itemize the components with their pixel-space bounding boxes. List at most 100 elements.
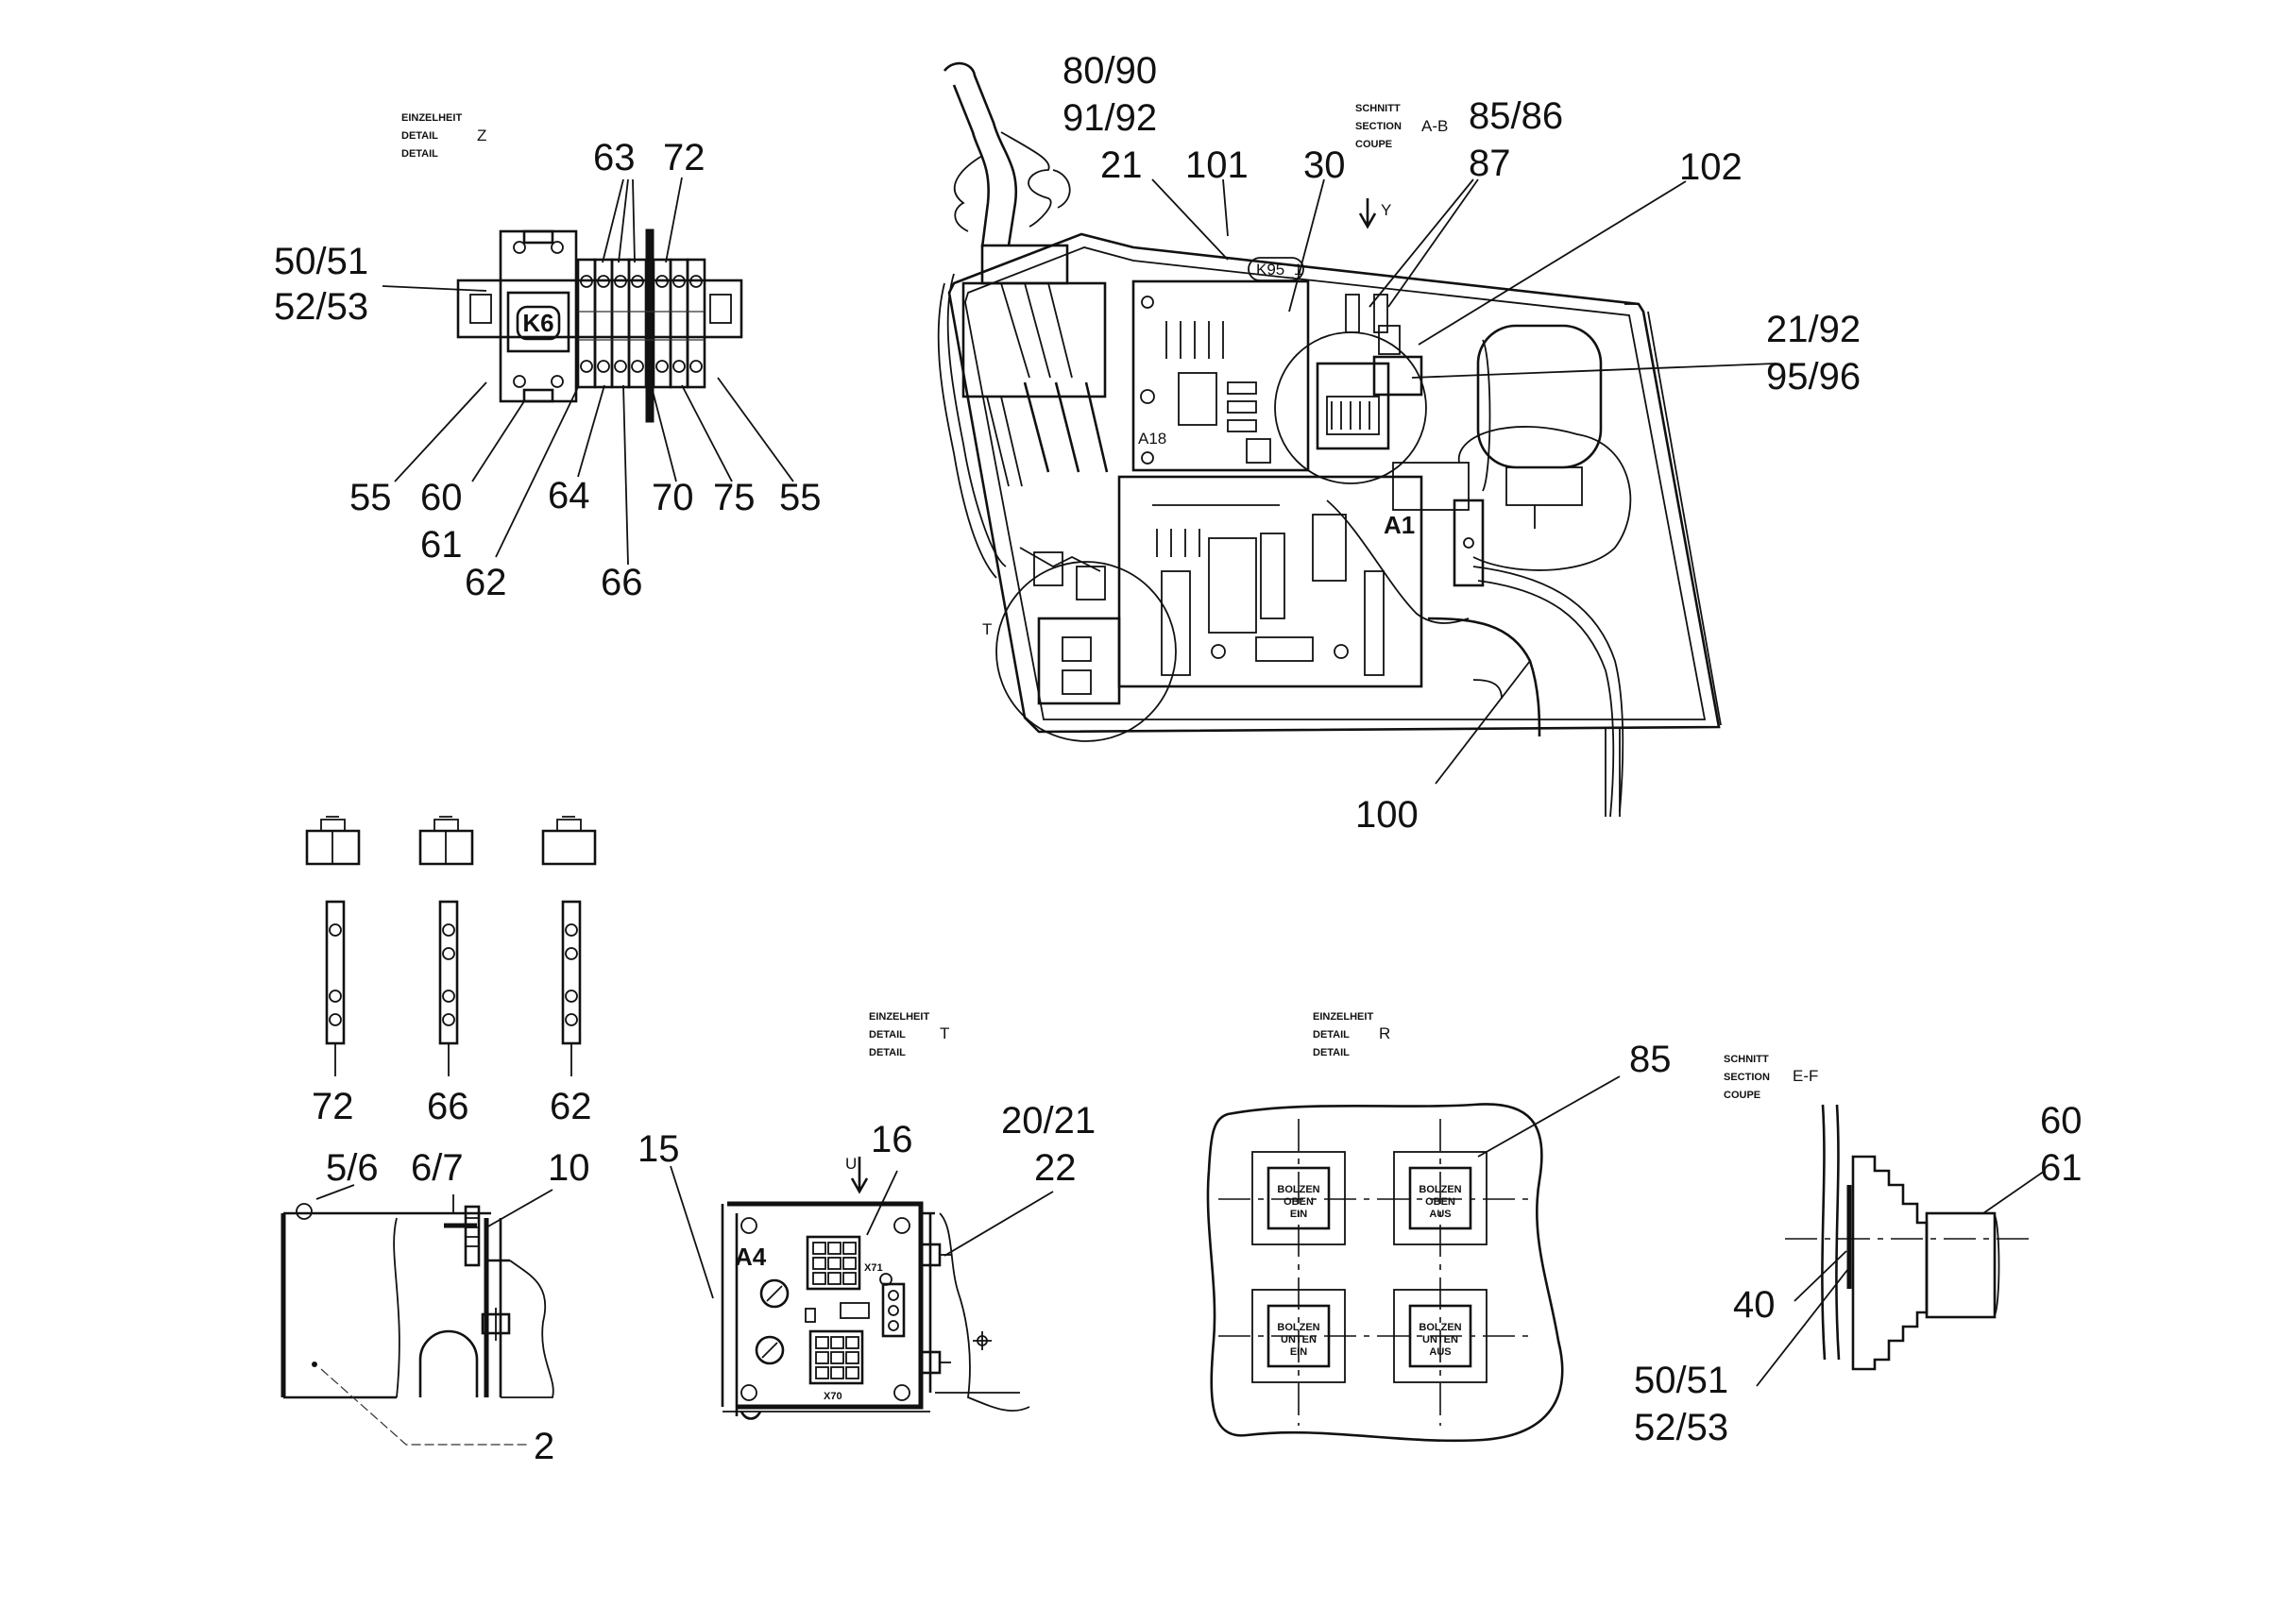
board-capacitor (1211, 644, 1226, 659)
callout: 21 (1100, 144, 1143, 186)
detail-z-heading-3: DETAIL (401, 148, 438, 160)
detail-z-letter: Z (477, 127, 486, 144)
cable-entry (740, 1411, 762, 1420)
connector-pin (812, 1257, 826, 1270)
joystick-grip (952, 84, 990, 248)
button-frame (1251, 1289, 1346, 1383)
section-ef-heading-1: SCHNITT (1724, 1054, 1769, 1065)
break-line (939, 1212, 1030, 1412)
callout: 85 (1629, 1039, 1672, 1080)
board-a4-edge (921, 1211, 935, 1393)
screw-head (296, 1203, 313, 1220)
joystick-terminals (1000, 282, 1073, 379)
button-label-line: UNTEN (1281, 1334, 1317, 1345)
connector-pin (830, 1351, 844, 1364)
switch-shaft (1925, 1211, 1997, 1319)
callout: 101 (1185, 144, 1249, 186)
connector-pin (845, 1366, 859, 1379)
terminal-screw (689, 275, 703, 288)
section-ab-letter: A-B (1421, 117, 1448, 135)
board-chip (1227, 400, 1257, 414)
button-face (1266, 1304, 1331, 1368)
relay-label-plate (506, 291, 570, 353)
leader (1222, 178, 1229, 237)
leader (717, 377, 794, 482)
hydraulic-line (1477, 580, 1615, 818)
board-chip (1227, 419, 1257, 432)
connector-pin (830, 1336, 844, 1349)
relay-screw (513, 375, 526, 388)
terminal-screw (565, 947, 578, 960)
leader (1794, 1250, 1847, 1302)
connector-x70 (808, 1329, 864, 1385)
button-label-line: OBEN (1284, 1196, 1314, 1208)
connector-pin (815, 1336, 829, 1349)
callout: 10 (548, 1147, 590, 1189)
board-screw (893, 1217, 910, 1234)
section-ef-heading-3: COUPE (1724, 1090, 1760, 1101)
connector-label-x71: X71 (864, 1262, 883, 1274)
panel-outline (1206, 1103, 1564, 1443)
hydraulic-line (1427, 617, 1541, 737)
switch-shaft-end (1994, 1214, 2000, 1316)
callout: 102 (1679, 146, 1742, 188)
board-connector (1062, 669, 1092, 695)
view-arrow-icon (850, 1157, 869, 1194)
board-label-a18: A18 (1138, 430, 1166, 448)
terminal-jumper-lines (578, 311, 705, 341)
joystick-housing (961, 281, 1107, 398)
bracket-upright (486, 1218, 510, 1397)
switch-body (1851, 1155, 1929, 1371)
connector-x71 (806, 1235, 861, 1291)
hydraulic-line (1472, 566, 1624, 813)
leader (1418, 180, 1687, 346)
button-frame (1393, 1289, 1488, 1383)
callout: 52/53 (1634, 1407, 1728, 1448)
terminal-box (1453, 499, 1485, 587)
view-arrow-label: Y (1381, 201, 1391, 219)
hydraulic-line (1605, 727, 1621, 817)
board-screw (740, 1384, 757, 1401)
cable-gland (1378, 325, 1401, 355)
leader (1982, 1170, 2046, 1214)
detail-z-heading-2: DETAIL (401, 130, 438, 142)
detail-t-heading-3: DETAIL (869, 1047, 906, 1058)
housing-inner-wall (964, 246, 1707, 720)
callout: 62 (465, 562, 507, 603)
joystick-spring (1052, 169, 1071, 209)
terminal-screw (689, 360, 703, 373)
leader (471, 400, 525, 482)
terminal-screw (442, 923, 455, 937)
wall-pipe (1482, 339, 1491, 492)
terminal-top-view (418, 829, 474, 866)
button-face (1408, 1166, 1472, 1230)
button-label-line: OBEN (1425, 1196, 1455, 1208)
detail-z-heading-1: EINZELHEIT (401, 112, 462, 124)
leader (670, 1165, 714, 1299)
callout: 62 (550, 1086, 592, 1127)
connector-pin (815, 1366, 829, 1379)
leader (651, 386, 677, 482)
callout: 61 (2040, 1147, 2082, 1189)
leader (1151, 178, 1229, 261)
terminal-screw (631, 360, 644, 373)
callout: 55 (349, 477, 392, 518)
callout: 40 (1733, 1284, 1776, 1326)
break-line (393, 1217, 400, 1398)
button-bolzen-unten-ein: BOLZEN UNTEN EIN (1251, 1289, 1346, 1383)
detail-z: EINZELHEIT DETAIL DETAIL Z K6 (274, 112, 822, 603)
button-label-line: BOLZEN (1277, 1184, 1319, 1195)
button-label-line: UNTEN (1422, 1334, 1458, 1345)
terminal-screw (614, 275, 627, 288)
callout: 16 (871, 1119, 913, 1160)
callout: 72 (312, 1086, 354, 1127)
potentiometer-slot (766, 1285, 783, 1302)
potentiometer (759, 1278, 790, 1309)
relay-module-top (1372, 355, 1423, 397)
leader (1411, 363, 1776, 379)
button-bolzen-unten-aus: BOLZEN UNTEN AUS (1393, 1289, 1488, 1383)
motor-cover (1458, 426, 1632, 571)
leader (681, 384, 733, 482)
detail-r: EINZELHEIT DETAIL DETAIL R BOLZEN OBEN E… (1206, 1011, 1672, 1443)
